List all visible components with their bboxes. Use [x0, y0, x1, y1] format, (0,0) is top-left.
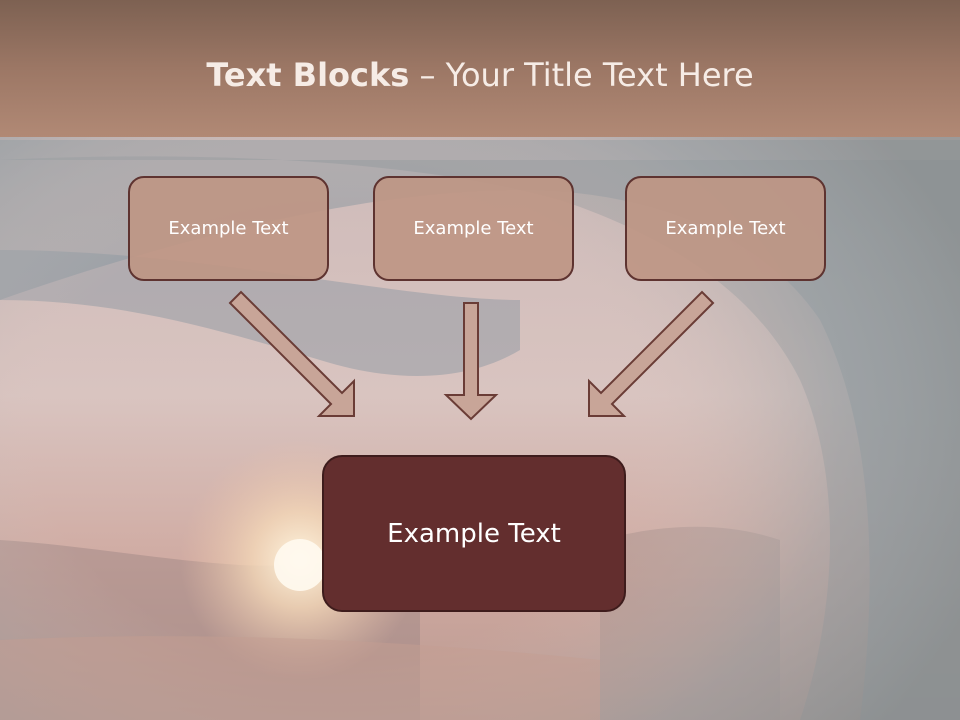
text-block-3[interactable]: Example Text — [625, 176, 826, 281]
text-block-1-label: Example Text — [168, 218, 289, 239]
slide-title: Text Blocks – Your Title Text Here — [0, 52, 960, 98]
text-block-3-label: Example Text — [665, 218, 786, 239]
arrow-right-down-left — [588, 290, 715, 417]
title-regular-part: – Your Title Text Here — [409, 56, 754, 94]
text-block-2-label: Example Text — [413, 218, 534, 239]
title-bold-part: Text Blocks — [206, 56, 410, 94]
main-text-block[interactable]: Example Text — [322, 455, 626, 612]
title-band — [0, 0, 960, 137]
text-block-2[interactable]: Example Text — [373, 176, 574, 281]
arrow-center-down — [443, 302, 499, 421]
arrow-left-down-right — [228, 290, 355, 417]
main-text-block-label: Example Text — [387, 518, 561, 549]
text-block-1[interactable]: Example Text — [128, 176, 329, 281]
